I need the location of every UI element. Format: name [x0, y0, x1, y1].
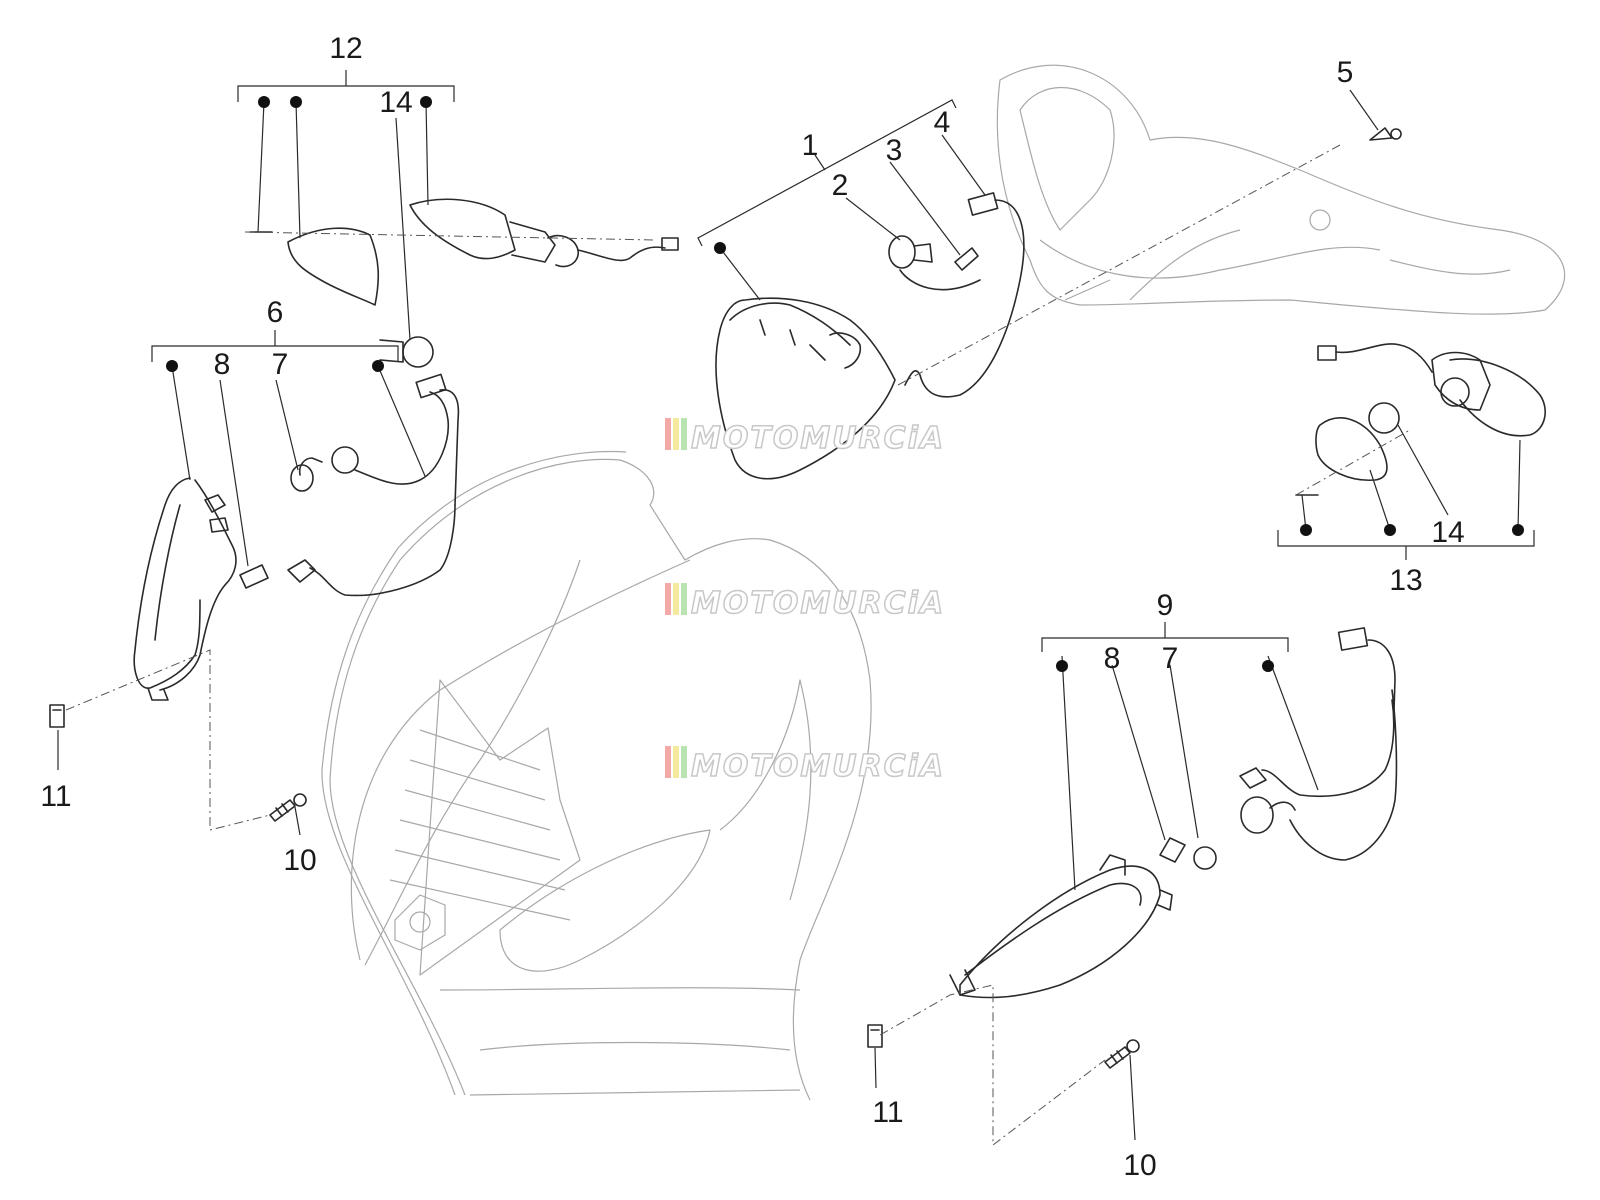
callout-7: 7 [272, 348, 289, 381]
callout-14: 14 [379, 86, 412, 119]
handlebar-cover-ghost [996, 64, 1566, 315]
callout-12: 12 [329, 32, 362, 65]
callout-labels: 12 14 1 2 3 4 5 6 8 7 11 10 13 14 9 8 7 … [40, 32, 1464, 1182]
assembly-axis-lines [65, 144, 1411, 1147]
watermark-text: MOTOMURCiA [691, 749, 945, 784]
watermark-stripe-yellow [673, 418, 679, 450]
watermark-text: MOTOMURCiA [691, 586, 945, 621]
callout-13: 13 [1389, 564, 1422, 597]
watermark-stripe-red [665, 746, 671, 778]
callout-11: 11 [40, 780, 71, 813]
turn-signal-front-left [249, 198, 679, 368]
watermark-stripe-green [681, 583, 687, 615]
callout-9: 9 [1157, 589, 1174, 622]
callout-5: 5 [1337, 56, 1354, 89]
bracket-lines [151, 70, 1535, 652]
screw-10-left [269, 793, 307, 822]
turn-signal-rear-left [133, 373, 460, 701]
callout-7: 7 [1162, 642, 1179, 675]
leader-lines [57, 89, 1521, 1141]
callout-10: 10 [283, 844, 316, 877]
callout-8: 8 [1104, 642, 1121, 675]
watermark-1: MOTOMURCiA [665, 418, 945, 457]
screw-5 [1369, 127, 1402, 141]
watermark-stripe-yellow [673, 746, 679, 778]
watermark-stripe-red [665, 418, 671, 450]
headlight-wiring-harness [899, 192, 1025, 398]
watermark-stripe-yellow [673, 583, 679, 615]
watermark-stripe-green [681, 418, 687, 450]
turn-signal-front-right [1295, 343, 1546, 496]
callout-4: 4 [934, 106, 951, 139]
headlight-bulb [888, 235, 933, 269]
spring-nut-right [867, 1024, 883, 1048]
callout-14: 14 [1431, 516, 1464, 549]
spring-nut-left [49, 704, 65, 728]
callout-6: 6 [267, 296, 284, 329]
callout-11: 11 [872, 1096, 903, 1129]
callout-2: 2 [832, 169, 849, 202]
watermark-text: MOTOMURCiA [691, 421, 945, 456]
headlight-assembly [715, 297, 896, 480]
front-shield-ghost [321, 450, 872, 1101]
bracket-dots [166, 96, 1524, 672]
callout-3: 3 [886, 134, 903, 167]
callout-8: 8 [214, 348, 231, 381]
callout-10: 10 [1123, 1149, 1156, 1182]
watermark-2: MOTOMURCiA [665, 583, 945, 622]
position-bulb [954, 247, 979, 271]
screw-10-right [1104, 1039, 1140, 1069]
callout-1: 1 [802, 129, 819, 162]
watermark-3: MOTOMURCiA [665, 746, 945, 785]
watermark-stripe-red [665, 583, 671, 615]
turn-signal-rear-right [949, 627, 1398, 999]
watermark-stripe-green [681, 746, 687, 778]
